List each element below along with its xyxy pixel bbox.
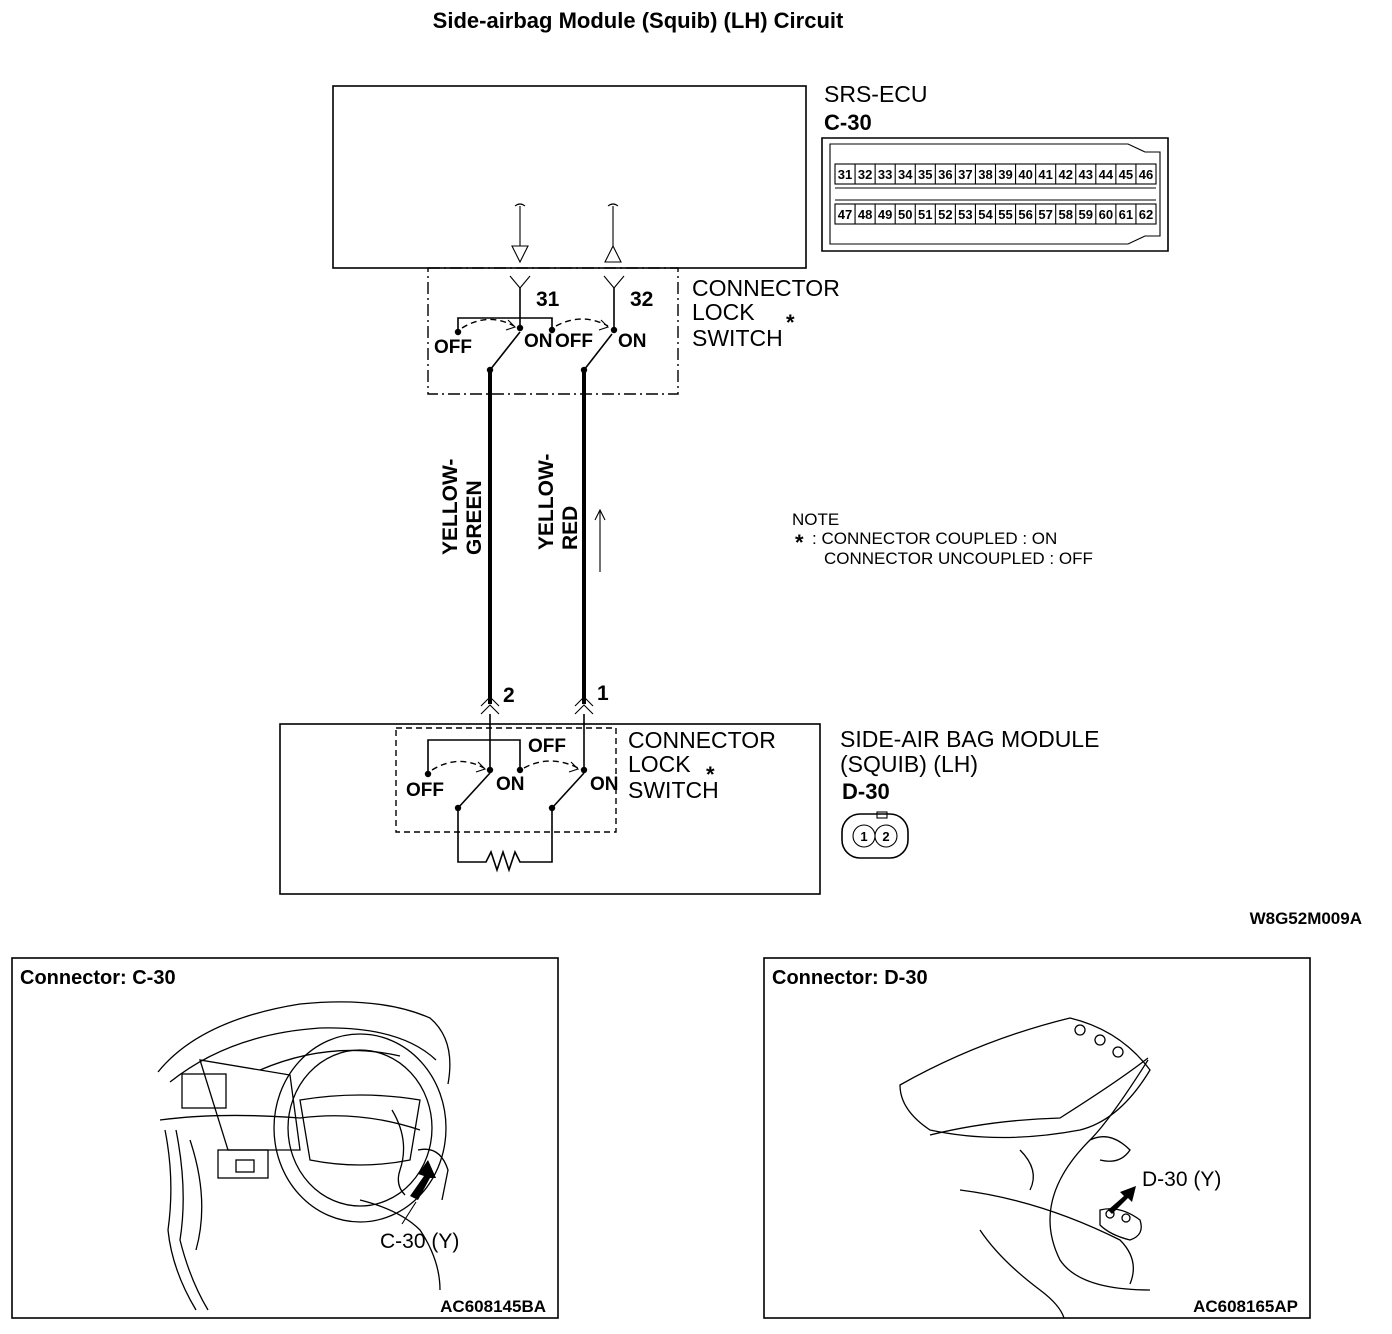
ecu-pin-43: 43 [1079, 167, 1093, 182]
upper-lock-switch-asterisk: * [786, 310, 795, 335]
ecu-pin-45: 45 [1119, 167, 1133, 182]
note-line-1: : CONNECTOR COUPLED : ON [812, 529, 1057, 548]
connector-chevron-1 [574, 696, 594, 715]
upper-on-label-1: ON [524, 331, 553, 352]
d30-pin-1: 1 [860, 829, 867, 844]
ecu-pin-39: 39 [998, 167, 1012, 182]
ecu-pin-37: 37 [958, 167, 972, 182]
lower-on-label-2: ON [590, 774, 619, 795]
ecu-internal-terminal-31 [511, 203, 529, 264]
ecu-pin-35: 35 [918, 167, 932, 182]
ecu-pin-47: 47 [838, 207, 852, 222]
d30-pin-2: 2 [882, 829, 889, 844]
lower-off-label-2: OFF [528, 736, 566, 757]
ecu-pin-58: 58 [1058, 207, 1072, 222]
c30-callout-arrow [401, 1160, 436, 1225]
ecu-pin-57: 57 [1038, 207, 1052, 222]
module-pin-label-2: 2 [503, 684, 515, 707]
ecu-lock-switch-box [427, 267, 679, 395]
upper-on-label-2: ON [618, 331, 647, 352]
lower-lock-switch-line1: CONNECTOR [628, 727, 776, 753]
ecu-pin-36: 36 [938, 167, 952, 182]
terminal-fork-32 [603, 275, 625, 289]
ecu-pin-49: 49 [878, 207, 892, 222]
ecu-pin-38: 38 [978, 167, 992, 182]
module-name-line1: SIDE-AIR BAG MODULE [840, 726, 1099, 752]
ecu-pin-33: 33 [878, 167, 892, 182]
panel-d30 [763, 957, 1311, 1319]
module-lock-switch-box [395, 727, 617, 833]
panel-c30-code: AC608145BA [440, 1297, 546, 1316]
panel-d30-callout: D-30 (Y) [1142, 1168, 1221, 1191]
diagram-title: Side-airbag Module (Squib) (LH) Circuit [433, 8, 844, 33]
connector-chevron-2 [480, 696, 500, 715]
upper-lock-switch-line3: SWITCH [692, 325, 783, 351]
module-lock-switch [424, 714, 588, 873]
ecu-pin-52: 52 [938, 207, 952, 222]
upper-lock-switch-line2: LOCK [692, 299, 755, 325]
ecu-pins-top-row: 31 32 33 34 35 36 37 38 39 40 41 42 43 44 45 46 [838, 164, 1153, 184]
ecu-name: SRS-ECU [824, 81, 928, 107]
ecu-pin-31: 31 [838, 167, 852, 182]
ecu-pin-48: 48 [858, 207, 872, 222]
lower-lock-switch-line3: SWITCH [628, 777, 719, 803]
side-airbag-module-box [279, 723, 821, 895]
ecu-pin-44: 44 [1099, 167, 1114, 182]
ecu-pin-56: 56 [1018, 207, 1032, 222]
note-line-2: CONNECTOR UNCOUPLED : OFF [824, 549, 1093, 568]
d30-connector-icon: 1 2 [841, 811, 909, 859]
pin-label-32: 32 [630, 288, 653, 311]
terminal-fork-31 [509, 275, 531, 289]
srs-ecu-box [332, 85, 807, 269]
wire-label-yg-1: YELLOW- [439, 459, 462, 555]
ecu-pin-42: 42 [1058, 167, 1072, 182]
current-direction-arrow [594, 508, 606, 572]
ecu-pin-53: 53 [958, 207, 972, 222]
module-pin-label-1: 1 [597, 682, 609, 705]
d30-callout-arrow [1108, 1186, 1136, 1214]
ecu-pin-40: 40 [1018, 167, 1032, 182]
ecu-pin-55: 55 [998, 207, 1012, 222]
panel-c30-title: Connector: C-30 [20, 967, 176, 989]
ecu-pins-bottom-row: 47 48 49 50 51 52 53 54 55 56 57 58 59 60 61 62 [838, 204, 1153, 224]
module-connector-code: D-30 [842, 779, 890, 804]
wire-label-yg-2: GREEN [463, 480, 486, 555]
ecu-pin-32: 32 [858, 167, 872, 182]
ecu-connector-face [821, 137, 1169, 252]
ecu-connector-code: C-30 [824, 110, 872, 135]
module-name-line2: (SQUIB) (LH) [840, 751, 978, 777]
seat-illustration [899, 1017, 1151, 1319]
lower-on-label-1: ON [496, 774, 525, 795]
figure-code: W8G52M009A [1250, 909, 1362, 928]
ecu-internal-terminal-32 [604, 203, 622, 263]
upper-off-label-1: OFF [434, 337, 472, 358]
wire-label-yr-1: YELLOW- [535, 454, 558, 550]
lower-off-label-1: OFF [406, 780, 444, 801]
wire-label-yr-2: RED [559, 506, 582, 550]
ecu-pin-50: 50 [898, 207, 912, 222]
ecu-pin-41: 41 [1038, 167, 1052, 182]
upper-off-label-2: OFF [555, 331, 593, 352]
panel-c30-callout: C-30 (Y) [380, 1230, 459, 1253]
panel-d30-title: Connector: D-30 [772, 967, 928, 989]
upper-lock-switch-line1: CONNECTOR [692, 275, 840, 301]
ecu-pin-60: 60 [1099, 207, 1113, 222]
dashboard-illustration [157, 1001, 451, 1311]
note-asterisk: * [795, 530, 804, 555]
ecu-pin-54: 54 [978, 207, 993, 222]
ecu-pin-46: 46 [1139, 167, 1153, 182]
ecu-pin-59: 59 [1079, 207, 1093, 222]
ecu-pin-62: 62 [1139, 207, 1153, 222]
panel-c30 [11, 957, 559, 1319]
lower-lock-switch-asterisk: * [706, 762, 715, 787]
ecu-pin-51: 51 [918, 207, 932, 222]
pin-label-31: 31 [536, 288, 560, 311]
ecu-pin-34: 34 [898, 167, 913, 182]
note-heading: NOTE [792, 510, 839, 529]
lower-lock-switch-line2: LOCK [628, 751, 691, 777]
panel-d30-code: AC608165AP [1193, 1297, 1298, 1316]
ecu-pin-61: 61 [1119, 207, 1133, 222]
